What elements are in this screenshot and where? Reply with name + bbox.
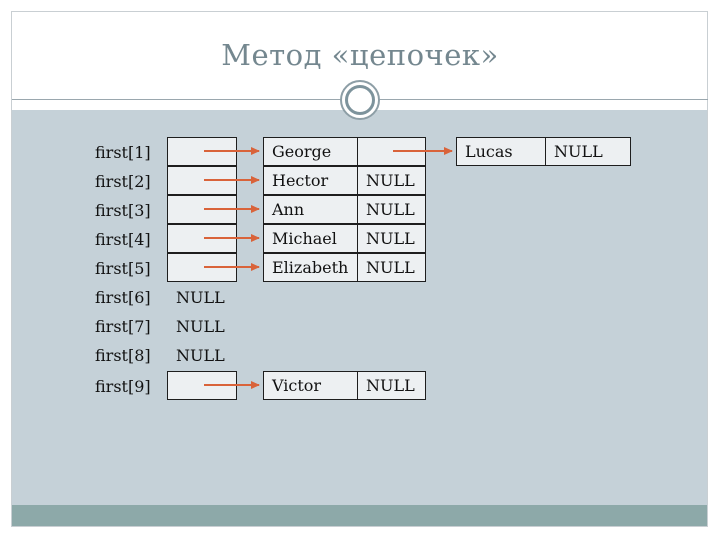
null-pointer-8: NULL	[176, 346, 225, 365]
row-label-9: first[9]	[95, 377, 151, 396]
node-name-lucas: Lucas	[456, 137, 546, 166]
pointer-cell-3	[167, 195, 237, 224]
node-name-george: George	[263, 137, 358, 166]
null-pointer-6: NULL	[176, 288, 225, 307]
node-name-michael: Michael	[263, 224, 358, 253]
row-label-6: first[6]	[95, 288, 151, 307]
row-label-4: first[4]	[95, 230, 151, 249]
node-next-victor: NULL	[357, 371, 426, 400]
row-label-5: first[5]	[95, 259, 151, 278]
slide-title: Метод «цепочек»	[221, 38, 499, 72]
node-next-lucas: NULL	[545, 137, 631, 166]
row-label-3: first[3]	[95, 201, 151, 220]
node-name-ann: Ann	[263, 195, 358, 224]
node-next-ann: NULL	[357, 195, 426, 224]
ring-ornament-inner-icon	[345, 85, 375, 115]
node-next-elizabeth: NULL	[357, 253, 426, 282]
footer-bar	[12, 505, 707, 526]
node-name-hector: Hector	[263, 166, 358, 195]
node-name-victor: Victor	[263, 371, 358, 400]
row-label-7: first[7]	[95, 317, 151, 336]
null-pointer-7: NULL	[176, 317, 225, 336]
row-label-1: first[1]	[95, 143, 151, 162]
node-next-michael: NULL	[357, 224, 426, 253]
row-label-2: first[2]	[95, 172, 151, 191]
node-next-hector: NULL	[357, 166, 426, 195]
row-label-8: first[8]	[95, 346, 151, 365]
node-name-elizabeth: Elizabeth	[263, 253, 358, 282]
